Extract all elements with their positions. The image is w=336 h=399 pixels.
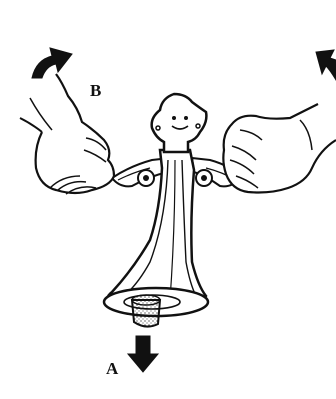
label-a: A <box>106 359 119 378</box>
arrow-down-icon <box>126 335 160 373</box>
curved-arrow-up-left-icon <box>31 47 73 79</box>
right-hand <box>222 103 336 194</box>
cork <box>130 299 162 328</box>
corkscrew-handle-top <box>150 92 208 154</box>
curved-arrow-up-right-icon <box>315 49 336 81</box>
label-b: B <box>90 81 101 100</box>
left-hand <box>34 73 116 195</box>
